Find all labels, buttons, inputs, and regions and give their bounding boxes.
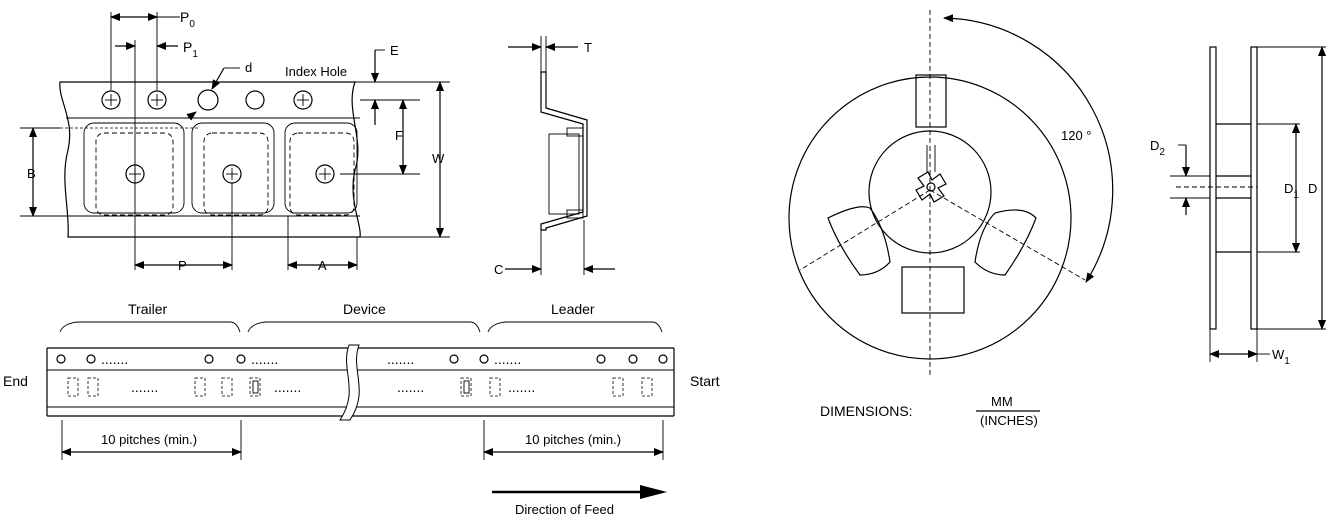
label-c: C (494, 262, 503, 277)
label-p: P (178, 258, 187, 273)
tape-strip (46, 321, 675, 499)
label-d: d (245, 60, 252, 75)
dots-5: ....... (131, 379, 158, 395)
label-a: A (318, 258, 327, 273)
dots-7: ....... (397, 379, 424, 395)
dots-4: ....... (494, 351, 521, 367)
label-p0: P0 (180, 9, 195, 30)
pockets (83, 122, 358, 216)
dots-2: ....... (251, 351, 278, 367)
label-mm: MM (991, 394, 1013, 409)
label-b: B (27, 166, 36, 181)
label-w1: W1 (1272, 347, 1290, 367)
label-inches: (INCHES) (980, 413, 1038, 428)
label-device: Device (343, 301, 386, 317)
label-end: End (3, 373, 28, 389)
dots-1: ....... (101, 351, 128, 367)
label-dimensions: DIMENSIONS: (820, 403, 913, 419)
label-p1: P1 (183, 39, 198, 60)
label-direction: Direction of Feed (515, 502, 614, 517)
dots-8: ....... (508, 379, 535, 395)
label-leader: Leader (551, 301, 595, 317)
label-trailer: Trailer (128, 301, 167, 317)
sprocket-holes (101, 89, 313, 111)
label-w: W (432, 151, 445, 166)
tape-outline (59, 81, 361, 238)
label-angle: 120 ° (1061, 128, 1092, 143)
label-pitches-left: 10 pitches (min.) (101, 432, 197, 447)
label-index-hole: Index Hole (285, 64, 347, 79)
tape-side-profile (505, 36, 615, 275)
reel-front-view (788, 10, 1114, 375)
label-pitches-right: 10 pitches (min.) (525, 432, 621, 447)
label-f: F (395, 128, 403, 143)
label-d2: D2 (1150, 138, 1165, 158)
label-start: Start (690, 373, 720, 389)
dots-6: ....... (274, 379, 301, 395)
reel-side-view (1170, 46, 1326, 362)
label-d1: D1 (1284, 181, 1299, 201)
label-e: E (390, 43, 399, 58)
dots-3: ....... (387, 351, 414, 367)
label-t: T (584, 40, 592, 55)
label-d-big: D (1308, 181, 1317, 196)
tape-top-view (20, 12, 450, 270)
